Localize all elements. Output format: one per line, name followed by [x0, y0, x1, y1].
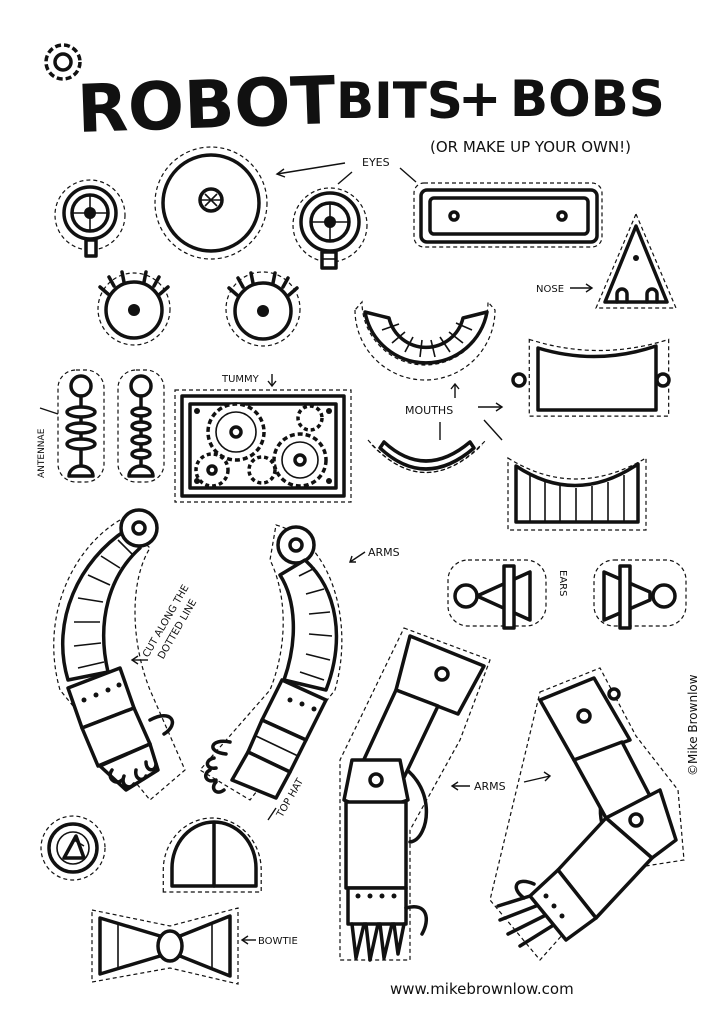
- eye-plate-part: [413, 182, 603, 248]
- nose-label: NOSE: [536, 284, 564, 295]
- eye-part-1: [54, 179, 126, 258]
- lash-eye-part-1: [97, 270, 171, 346]
- title-plus: +: [458, 69, 502, 129]
- arm-part-curved-right: [199, 524, 343, 801]
- eyes-label: EYES: [362, 156, 390, 169]
- ears-label: EARS: [557, 570, 568, 596]
- antenna-part-2: [117, 369, 165, 483]
- mouth-part-thin-smile: [367, 439, 487, 474]
- arm-part-straight-right: [489, 667, 685, 961]
- top-hat-part: [162, 817, 262, 893]
- title-word-robot: ROBOT: [76, 62, 337, 148]
- eyes-arrow-right: [399, 167, 417, 183]
- title-gear-icon: [44, 43, 82, 81]
- ear-part-right: [593, 559, 687, 630]
- tummy-label: TUMMY: [221, 374, 260, 385]
- eyes-arrow-left: [276, 162, 346, 175]
- title-subtitle: (OR MAKE UP YOUR OWN!): [430, 138, 631, 156]
- tummy-part: [174, 389, 352, 503]
- arms-label-top: ARMS: [368, 546, 400, 559]
- arm-part-curved-left: [53, 508, 186, 801]
- cut-instruction: CUT ALONG THE DOTTED LINE: [141, 583, 199, 661]
- nose-part: [595, 212, 677, 309]
- eye-part-2: [292, 187, 368, 270]
- copyright-text: ©Mike Brownlow: [686, 674, 700, 776]
- arm-part-straight-center: [339, 627, 491, 962]
- ear-part-left: [447, 559, 547, 630]
- mouth-part-box: [511, 338, 671, 417]
- title-word-bobs: BOBS: [510, 70, 665, 128]
- title-word-bits: BITS: [336, 72, 463, 130]
- eyes-arrow-down: [337, 171, 353, 185]
- lash-eye-part-2: [225, 271, 301, 347]
- antenna-part-1: [57, 369, 105, 483]
- mouth-part-smile-band: [354, 300, 496, 381]
- footer-website: www.mikebrownlow.com: [390, 980, 574, 998]
- arms-label-bottom: ARMS: [474, 780, 506, 793]
- bowtie-label: BOWTIE: [258, 936, 298, 947]
- eye-part-big: [154, 146, 268, 260]
- bowtie-part: [91, 907, 239, 985]
- gauge-badge-part: [40, 815, 106, 881]
- antennae-label: ANTENNAE: [37, 428, 47, 478]
- mouths-label: MOUTHS: [405, 404, 453, 417]
- mouth-part-grin: [507, 456, 647, 531]
